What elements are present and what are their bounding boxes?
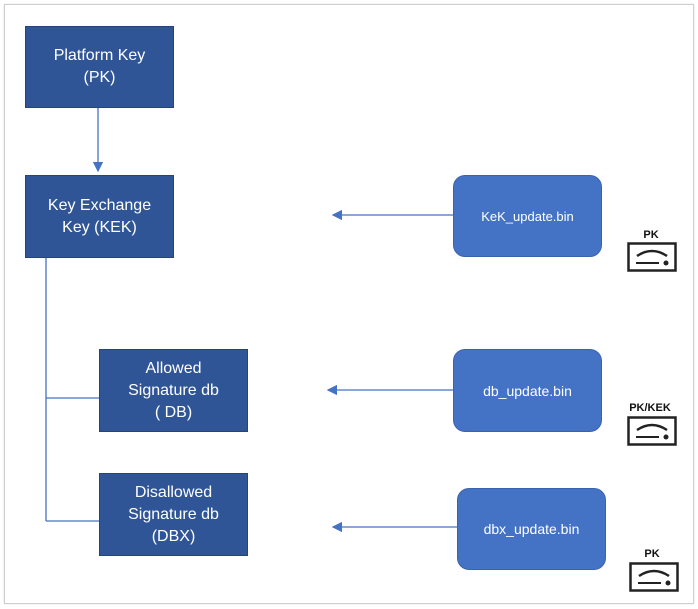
platform-key-title: Platform Key bbox=[53, 47, 146, 64]
kek-update-label: KeK_update.bin bbox=[481, 208, 574, 224]
kek-title: Key Exchange bbox=[47, 196, 152, 214]
kek-signer-label: PK bbox=[643, 229, 659, 241]
kek-update-package: KeK_update.bin bbox=[453, 175, 602, 257]
platform-key-abbr: (PK) bbox=[83, 69, 116, 86]
signing-key-card-icon bbox=[629, 562, 679, 592]
dbx-subtitle: Signature db bbox=[128, 505, 219, 523]
db-abbr: ( DB) bbox=[154, 403, 193, 421]
dbx-update-package: dbx_update.bin bbox=[457, 488, 606, 570]
disallowed-dbx-box: Disallowed Signature db (DBX) bbox=[99, 473, 248, 556]
dbx-update-label: dbx_update.bin bbox=[483, 521, 580, 537]
db-signer-label: PK/KEK bbox=[629, 402, 671, 414]
platform-key-box: Platform Key (PK) bbox=[25, 26, 174, 108]
kek-abbr: Key (KEK) bbox=[62, 218, 137, 236]
key-exchange-key-box: Key Exchange Key (KEK) bbox=[25, 175, 174, 258]
dbx-abbr: (DBX) bbox=[151, 527, 196, 545]
db-update-package: db_update.bin bbox=[453, 349, 602, 432]
dbx-signer-label: PK bbox=[644, 548, 660, 560]
db-subtitle: Signature db bbox=[128, 381, 219, 399]
allowed-db-box: Allowed Signature db ( DB) bbox=[99, 349, 248, 432]
signing-key-card-icon bbox=[627, 416, 677, 446]
dbx-title: Disallowed bbox=[134, 483, 213, 501]
db-title: Allowed bbox=[145, 359, 202, 377]
signing-key-card-icon bbox=[627, 242, 677, 272]
db-update-label: db_update.bin bbox=[483, 382, 572, 399]
